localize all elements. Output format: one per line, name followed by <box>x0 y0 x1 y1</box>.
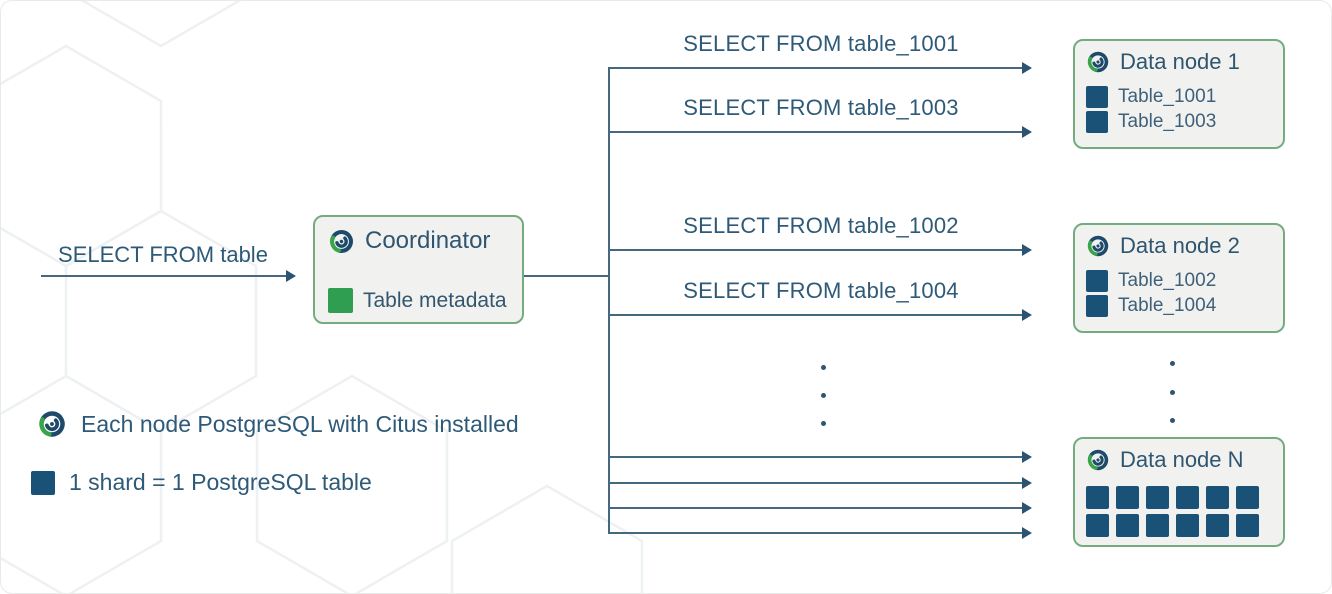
legend-shard-row: 1 shard = 1 PostgreSQL table <box>31 469 372 496</box>
citus-icon <box>330 229 353 253</box>
shard-square-icon <box>1086 111 1108 133</box>
shard-table-row: Table_1003 <box>1086 111 1272 133</box>
ellipsis-dot <box>821 421 826 426</box>
arrowhead <box>1022 477 1032 489</box>
shard-query-arrow-unlabeled <box>609 451 1032 463</box>
shard-query-label: SELECT FROM table_1002 <box>683 213 959 238</box>
table-metadata-label: Table metadata <box>363 288 507 312</box>
shard-square-icon <box>1236 486 1259 509</box>
citus-icon <box>1087 51 1109 73</box>
coordinator-title-row: Coordinator <box>328 227 509 255</box>
arrowhead <box>1022 527 1032 539</box>
arrowhead <box>286 270 296 282</box>
shard-query-arrow-unlabeled <box>609 502 1032 514</box>
shard-square-icon <box>1116 514 1139 537</box>
shard-table-label: Table_1002 <box>1118 270 1217 291</box>
shard-square-icon <box>1086 486 1109 509</box>
shard-square-icon <box>1086 295 1108 317</box>
shard-square-icon <box>31 470 55 495</box>
fanout-trunk-line <box>608 67 610 534</box>
shard-square-icon <box>1176 514 1199 537</box>
legend-shard-label: 1 shard = 1 PostgreSQL table <box>69 469 372 495</box>
ellipsis-dot <box>821 393 826 398</box>
shard-table-row: Table_1002 <box>1086 270 1272 292</box>
shard-query-arrow <box>609 62 1032 74</box>
legend-citus-label: Each node PostgreSQL with Citus installe… <box>81 410 519 437</box>
ellipsis-dot <box>821 365 826 370</box>
arrowhead <box>1022 451 1032 463</box>
citus-icon <box>1087 235 1109 257</box>
data-node-title-row: Data node 2 <box>1086 233 1272 259</box>
shard-square-icon <box>1176 486 1199 509</box>
coordinator-node: Coordinator Table metadata <box>313 215 524 324</box>
incoming-query-label: SELECT FROM table <box>58 242 268 267</box>
ellipsis-dot <box>1170 390 1175 395</box>
shard-table-row: Table_1001 <box>1086 86 1272 108</box>
arrowhead <box>1022 62 1032 74</box>
shard-table-label: Table_1003 <box>1118 111 1217 132</box>
data-node-title: Data node 2 <box>1120 233 1240 258</box>
shard-square-icon <box>1206 486 1229 509</box>
shard-table-row: Table_1004 <box>1086 295 1272 317</box>
arrowhead <box>1022 244 1032 256</box>
shard-square-icon <box>1116 486 1139 509</box>
data-node-title: Data node 1 <box>1120 49 1240 74</box>
shard-query-arrow <box>609 244 1032 256</box>
shard-table-label: Table_1004 <box>1118 295 1217 316</box>
shard-query-arrow <box>609 126 1032 138</box>
data-node-n: Data node N <box>1073 437 1285 547</box>
data-node-title-row: Data node N <box>1086 447 1272 473</box>
shard-grid <box>1086 486 1272 537</box>
arrowhead <box>1022 126 1032 138</box>
shard-query-arrow-unlabeled <box>609 527 1032 539</box>
shard-square-icon <box>1086 270 1108 292</box>
arrowhead <box>1022 309 1032 321</box>
shard-square-icon <box>1146 486 1169 509</box>
coordinator-trunk-connector <box>524 275 609 277</box>
ellipsis-dot <box>1170 361 1175 366</box>
shard-query-label: SELECT FROM table_1001 <box>683 31 959 56</box>
ellipsis-dot <box>1170 418 1175 423</box>
legend-citus-row: Each node PostgreSQL with Citus installe… <box>37 409 519 439</box>
data-node-2: Data node 2 Table_1002 Table_1004 <box>1073 223 1285 333</box>
metadata-square-icon <box>328 288 353 313</box>
shard-query-label: SELECT FROM table_1004 <box>683 278 959 303</box>
shard-square-icon <box>1086 514 1109 537</box>
shard-query-label: SELECT FROM table_1003 <box>683 95 959 120</box>
coordinator-title: Coordinator <box>365 227 491 254</box>
shard-query-arrow <box>609 309 1032 321</box>
data-node-title: Data node N <box>1120 447 1244 472</box>
shard-table-label: Table_1001 <box>1118 86 1217 107</box>
incoming-query-arrow <box>41 270 296 282</box>
shard-square-icon <box>1146 514 1169 537</box>
arrowhead <box>1022 502 1032 514</box>
shard-square-icon <box>1086 86 1108 108</box>
citus-icon <box>39 411 65 437</box>
shard-square-icon <box>1206 514 1229 537</box>
data-node-1: Data node 1 Table_1001 Table_1003 <box>1073 39 1285 149</box>
table-metadata-row: Table metadata <box>328 288 509 313</box>
data-node-title-row: Data node 1 <box>1086 49 1272 75</box>
shard-square-icon <box>1236 514 1259 537</box>
citus-icon <box>1087 449 1109 471</box>
shard-query-arrow-unlabeled <box>609 477 1032 489</box>
